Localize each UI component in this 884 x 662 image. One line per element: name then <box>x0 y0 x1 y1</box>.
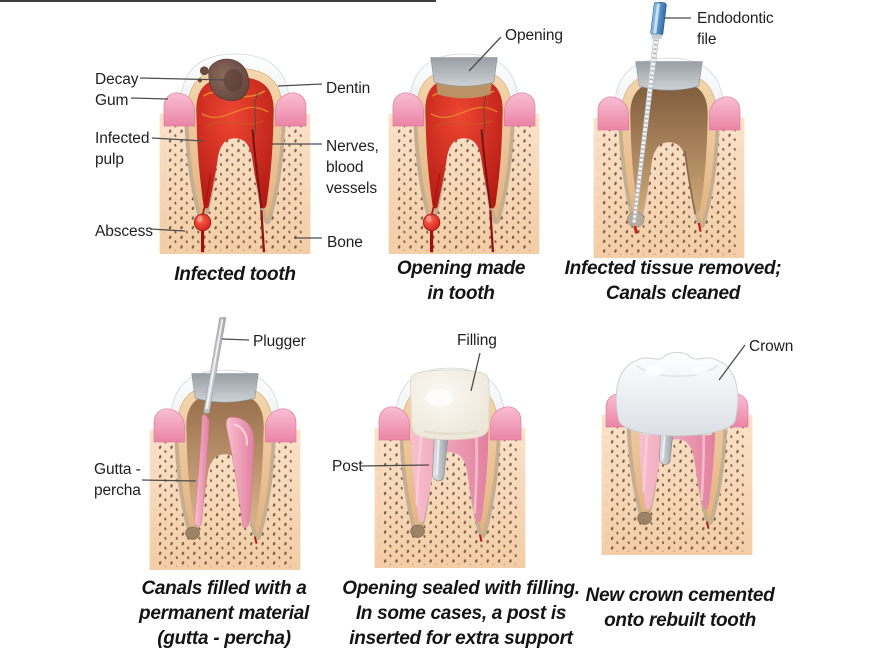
caption-opening-made: Opening made in tooth <box>396 258 526 304</box>
label-crown: Crown <box>749 338 794 355</box>
label-bone: Bone <box>327 234 363 251</box>
label-plugger: Plugger <box>253 333 306 350</box>
label-endodontic-file: Endodontic file <box>697 10 774 48</box>
label-dentin: Dentin <box>326 80 371 97</box>
illustration-canals-filled <box>146 314 304 577</box>
caption-crown-cemented: New crown cemented onto rebuilt tooth <box>585 585 775 631</box>
caption-infected-tooth: Infected tooth <box>174 264 296 285</box>
label-gutta-percha: Gutta - percha <box>94 461 141 499</box>
illustration-opening-made <box>385 0 543 261</box>
illustration-infected-tooth <box>156 0 314 261</box>
caption-tissue-removed: Infected tissue removed; Canals cleaned <box>564 258 782 304</box>
top-edge-line <box>0 0 436 2</box>
label-decay: Decay <box>95 71 139 88</box>
caption-opening-sealed: Opening sealed with filling. In some cas… <box>342 578 580 649</box>
illustration-tissue-removed <box>590 2 748 265</box>
label-filling: Filling <box>457 332 497 349</box>
label-gum: Gum <box>95 92 129 109</box>
label-infected-pulp: Infected pulp <box>95 130 150 168</box>
label-opening: Opening <box>505 27 563 44</box>
label-abscess: Abscess <box>95 223 153 240</box>
caption-canals-filled: Canals filled with a permanent material … <box>139 578 309 649</box>
label-post: Post <box>332 458 363 475</box>
illustration-crown-cemented <box>598 299 756 562</box>
illustration-opening-sealed <box>371 312 529 575</box>
label-nerves-blood-vessels: Nerves, blood vessels <box>326 138 379 197</box>
